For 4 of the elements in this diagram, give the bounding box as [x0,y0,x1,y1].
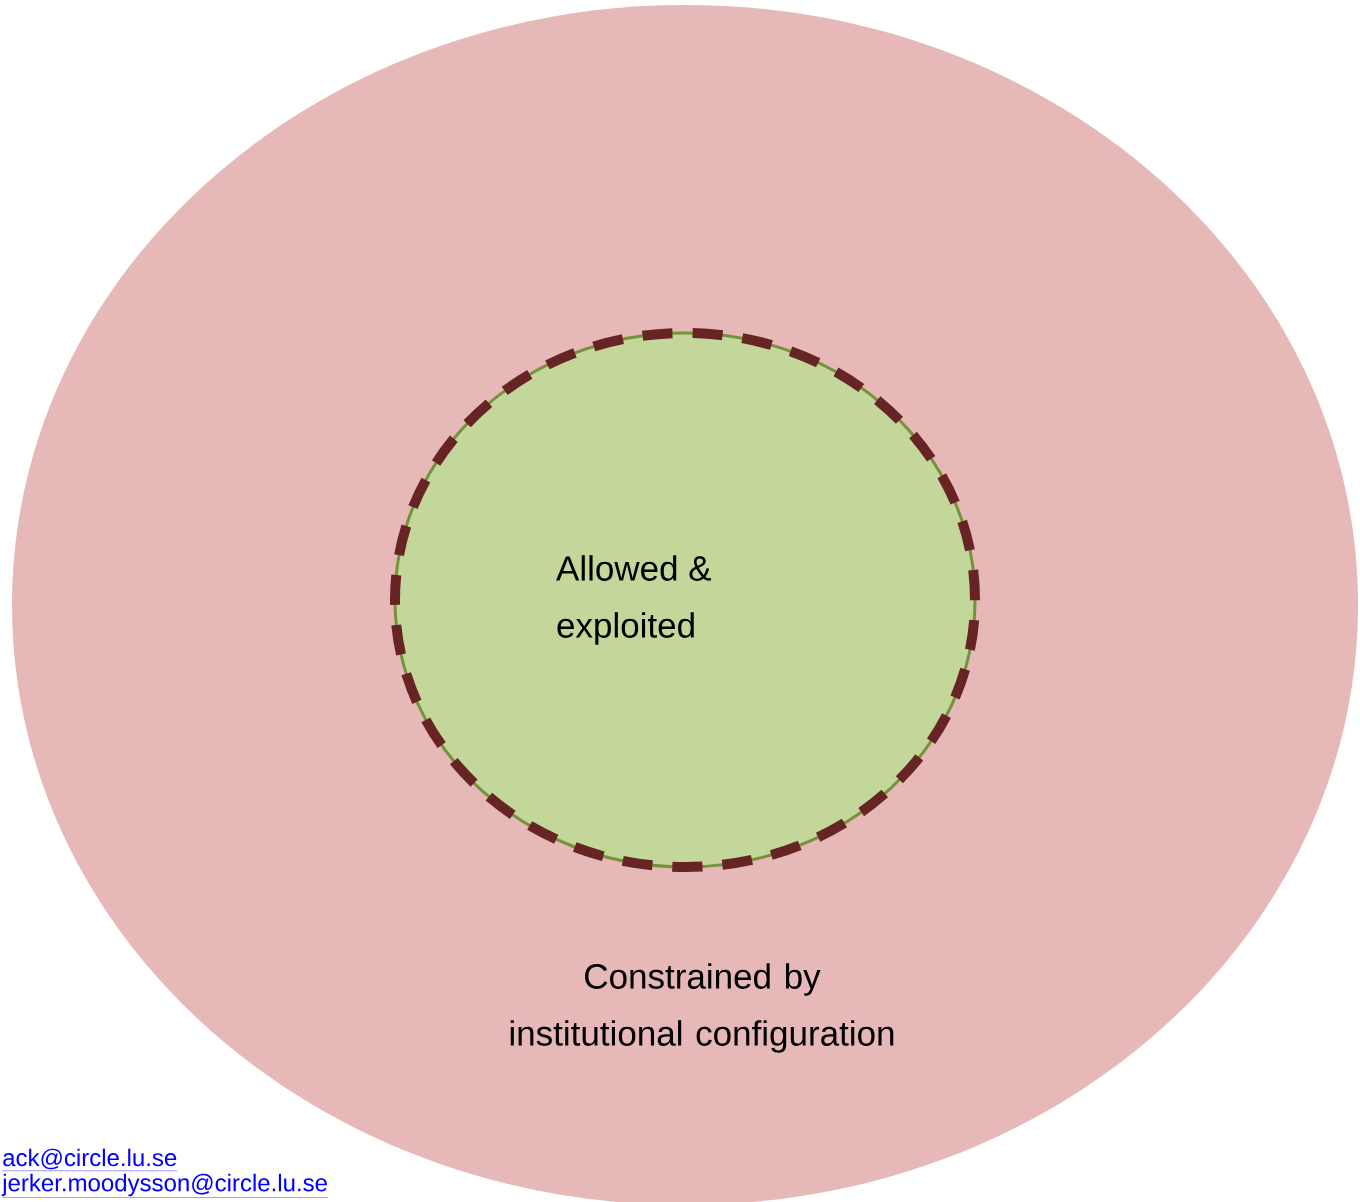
region-label: Allowed & exploited [556,555,712,645]
email-link: jerker.moodysson@circle.lu.se [1,1173,329,1198]
region-label: Constrained by institutional configuration [510,963,894,1053]
email-link: ack@circle.lu.se [2,1148,178,1171]
